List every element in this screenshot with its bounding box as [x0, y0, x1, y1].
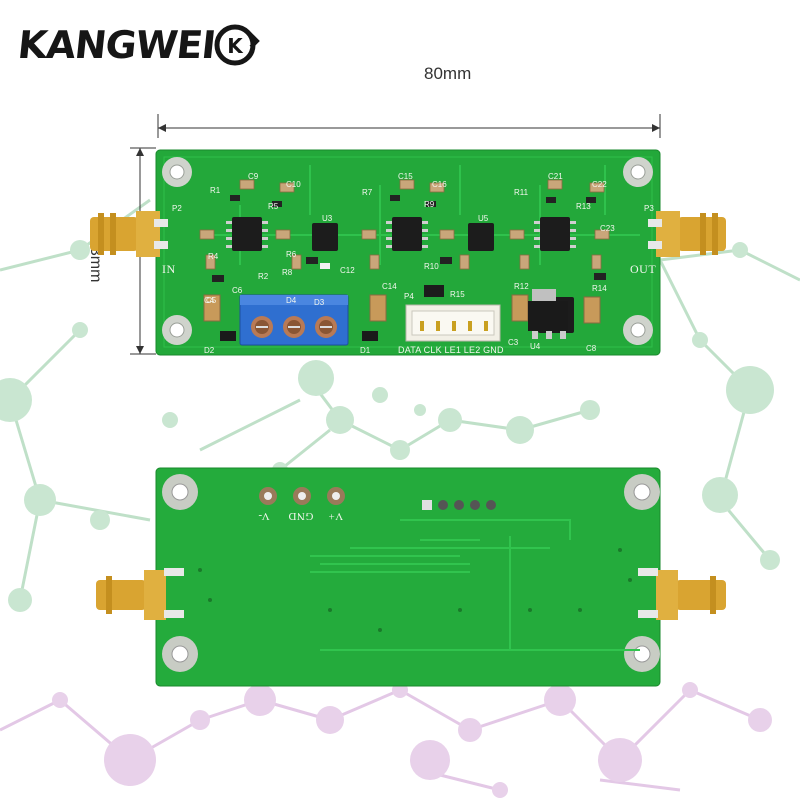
ref-designator-label: C3	[508, 338, 519, 347]
connector-pin-label: DATA CLK LE1 LE2 GND	[398, 345, 504, 355]
ref-designator-label: R13	[576, 202, 591, 211]
mounting-holes	[162, 157, 653, 345]
ref-designator-label: C8	[586, 344, 597, 353]
pcb-bottom-board	[155, 467, 661, 687]
brand-logo: KANGWEI K	[15, 20, 261, 70]
ref-designator-label: R4	[208, 252, 219, 261]
ref-designator-label: P3	[644, 204, 654, 213]
ref-designator-label: R10	[424, 262, 439, 271]
ref-designator-label: D3	[314, 298, 325, 307]
width-dimension-line	[157, 114, 661, 138]
ref-designator-label: D2	[204, 346, 215, 355]
ref-designator-label: C5	[206, 296, 217, 305]
power-terminal-block	[239, 294, 349, 346]
power-label-vplus: V+	[328, 510, 344, 522]
ref-designator-label: C4	[204, 296, 215, 305]
input-label: IN	[162, 262, 176, 276]
ref-designator-label: R6	[286, 250, 297, 259]
output-label: OUT	[630, 262, 657, 276]
ref-designator-label: U4	[530, 342, 541, 351]
ref-designator-label: R2	[258, 272, 269, 281]
sma-output-connector	[648, 211, 726, 257]
ref-designator-label: C6	[232, 286, 243, 295]
pcb-bottom-view	[96, 467, 726, 687]
ref-designator-label: U5	[478, 214, 489, 223]
ref-designator-label: C14	[382, 282, 397, 291]
ref-designator-label: R7	[362, 188, 373, 197]
width-dimension-label: 80mm	[424, 64, 472, 83]
sma-bottom-left-connector	[96, 568, 184, 620]
power-pads	[259, 487, 345, 505]
ref-designator-label: R15	[450, 290, 465, 299]
ref-designator-label: R12	[514, 282, 529, 291]
brand-badge-icon: K	[214, 24, 260, 66]
ref-designator-label: D4	[286, 296, 297, 305]
ref-designator-label: C12	[340, 266, 355, 275]
ref-designator-label: C10	[286, 180, 301, 189]
pcb-top-view	[90, 149, 726, 356]
ref-designator-label: R11	[514, 188, 529, 197]
ref-designator-label: R9	[424, 200, 435, 209]
data-pin-header	[405, 304, 501, 342]
ref-designator-label: C15	[398, 172, 413, 181]
ref-designator-label: D1	[360, 346, 371, 355]
ref-designator-label: R5	[268, 202, 279, 211]
ref-designator-label: C21	[548, 172, 563, 181]
power-label-vminus: V-	[258, 510, 270, 522]
svg-text:K: K	[227, 34, 244, 58]
ref-designator-label: C9	[248, 172, 259, 181]
ref-designator-label: R1	[210, 186, 221, 195]
ref-designator-label: R14	[592, 284, 607, 293]
ref-designator-label: P2	[172, 204, 182, 213]
bottom-mounting-holes	[162, 474, 660, 672]
brand-wordmark: KANGWEI	[15, 23, 218, 67]
ref-designator-label: C16	[432, 180, 447, 189]
sma-input-connector	[90, 211, 168, 257]
ref-designator-label: C23	[600, 224, 615, 233]
ref-designator-label: R8	[282, 268, 293, 277]
sma-bottom-right-connector	[638, 568, 726, 620]
header-ref-label: P4	[404, 292, 414, 301]
power-label-gnd: GND	[288, 510, 314, 522]
ref-designator-label: U3	[322, 214, 333, 223]
ref-designator-label: C22	[592, 180, 607, 189]
